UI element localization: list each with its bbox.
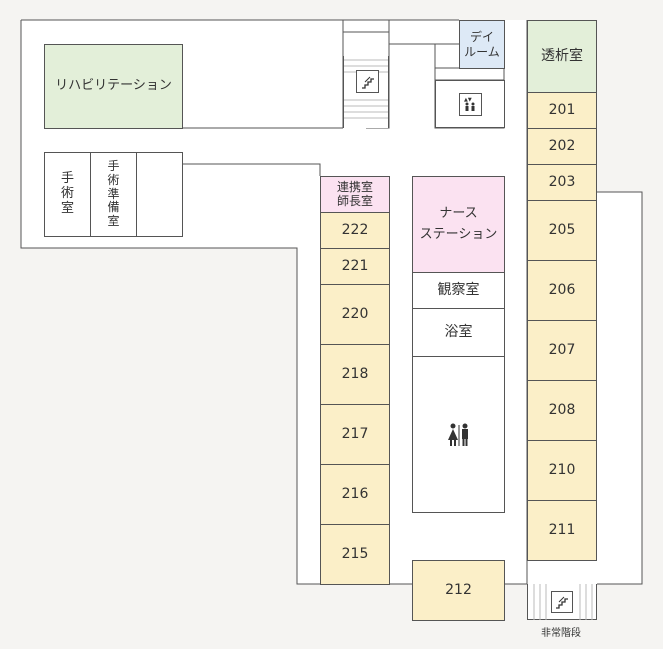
room-215: 215	[320, 524, 390, 585]
room-number: 207	[548, 341, 576, 358]
room-222: 222	[320, 212, 390, 249]
room-number: 202	[548, 137, 576, 154]
room-number: 208	[548, 401, 576, 418]
restroom-icon	[447, 423, 468, 446]
room-217: 217	[320, 404, 390, 465]
bathroom: 浴室	[412, 308, 505, 357]
shicho-label: 師長室	[336, 193, 373, 208]
nurse-station-label: ナース ステーション	[419, 205, 498, 242]
bath-label: 浴室	[444, 323, 473, 340]
dayroom-label: デイ ルーム	[464, 30, 500, 59]
rehab-room: リハビリテーション	[44, 44, 183, 129]
room-number: 215	[341, 545, 369, 562]
observation-room: 観察室	[412, 272, 505, 309]
room-208: 208	[527, 380, 597, 441]
surgery-prep-label-2: 術	[107, 172, 120, 187]
surgery-prep-label-4: 備	[107, 200, 120, 215]
room-211: 211	[527, 500, 597, 561]
dialysis-room: 透析室	[527, 20, 597, 93]
elevator-icon: ▲▼	[458, 92, 482, 116]
room-number: 210	[548, 461, 576, 478]
room-216: 216	[320, 464, 390, 525]
surgery-label-2: 術	[60, 186, 74, 202]
room-207: 207	[527, 320, 597, 381]
room-number: 211	[548, 521, 576, 538]
surgery-annex	[136, 152, 183, 237]
surgery-prep-room: 手 術 準 備 室	[90, 152, 137, 237]
emergency-stairs-label: 非常階段	[541, 628, 581, 639]
surgery-room: 手 術 室	[44, 152, 91, 237]
room-number: 212	[445, 581, 472, 598]
surgery-label-1: 手	[60, 171, 74, 187]
room-220: 220	[320, 284, 390, 345]
rehab-label: リハビリテーション	[55, 78, 172, 94]
room-number: 201	[548, 101, 576, 118]
room-number: 222	[341, 221, 369, 238]
room-201: 201	[527, 92, 597, 129]
room-number: 218	[341, 365, 369, 382]
room-number: 220	[341, 305, 369, 322]
renkei-label: 連携室	[336, 179, 373, 194]
emergency-stairs-area	[527, 584, 597, 620]
room-221: 221	[320, 248, 390, 285]
room-number: 206	[548, 281, 576, 298]
surgery-prep-label-1: 手	[107, 159, 120, 173]
room-number: 217	[341, 425, 369, 442]
room-203: 203	[527, 164, 597, 201]
room-number: 216	[341, 485, 369, 502]
room-number: 203	[548, 173, 576, 190]
room-202: 202	[527, 128, 597, 165]
svg-text:▲▼: ▲▼	[464, 97, 472, 103]
surgery-prep-label-3: 準	[107, 186, 120, 201]
emergency-stairs-hatch	[533, 584, 593, 620]
room-number: 205	[548, 221, 576, 238]
stairs-area	[343, 56, 389, 128]
dialysis-label: 透析室	[541, 47, 583, 64]
room-206: 206	[527, 260, 597, 321]
room-205: 205	[527, 200, 597, 261]
restroom	[412, 356, 505, 513]
emergency-stairs-icon	[551, 590, 573, 613]
surgery-prep-label-5: 室	[107, 214, 120, 229]
room-218: 218	[320, 344, 390, 405]
room-212: 212	[412, 560, 505, 621]
room-210: 210	[527, 440, 597, 501]
nurse-station: ナース ステーション	[412, 176, 505, 273]
surgery-label-3: 室	[60, 200, 74, 216]
observation-label: 観察室	[437, 281, 480, 298]
renkei-shicho-room: 連携室 師長室	[320, 176, 390, 213]
stairs-icon	[356, 70, 379, 93]
dayroom: デイ ルーム	[459, 20, 505, 69]
room-number: 221	[341, 257, 369, 274]
elevator-area: ▲▼	[435, 80, 505, 128]
